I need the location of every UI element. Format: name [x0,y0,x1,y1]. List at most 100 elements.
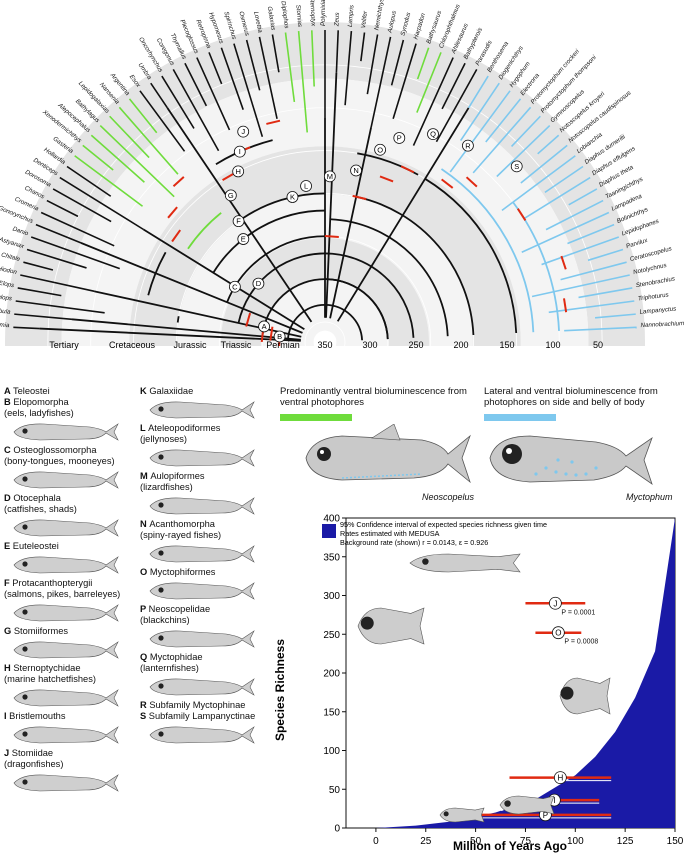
node-marker [323,170,336,183]
taxon-label: Lampris [347,5,356,28]
tree-branch [501,155,576,211]
rate-shift-mark [560,255,567,270]
clade-name: Euteleostei [12,541,59,551]
tree-branch [416,47,430,80]
clade-name: Aulopiformes [150,471,205,481]
y-tick-label: 300 [323,591,340,602]
clade-letter: A [4,386,13,396]
clade-name: Bristlemouths [9,711,66,721]
tree-branch [370,36,392,128]
tree-branch [196,57,231,131]
clade-common-name: (lanternfishes) [140,663,199,673]
legend-title: 95% Confidence interval of expected spec… [340,520,547,529]
node-label: Q [430,130,436,139]
clade-name: Sternoptychidae [13,663,81,673]
tree-branch [128,98,158,134]
node-label: F [236,217,241,226]
node-marker [237,125,250,138]
clade-entry: J Stomiidae(dragonfishes) [4,748,132,770]
tree-branch [17,287,62,297]
taxon-label: Astyanax [0,236,26,251]
tree-branch [40,211,115,247]
clade-entry: L Ateleopodiformes(jellynoses) [140,423,268,445]
clade-letter: P [140,604,149,614]
tree-branch [325,72,338,318]
node-marker [237,233,250,245]
clade-letter: I [4,711,10,721]
tree-branch [521,211,610,253]
tree-branch [35,223,82,244]
taxon-label: Nannobrachium [640,320,684,329]
clade-name: Protacanthopterygii [12,578,93,588]
clade-letter: R [140,700,150,710]
taxon-label: Stenobrachius [635,275,675,289]
node-marker [258,320,270,333]
taxon-label: Albula [0,307,11,316]
rate-shift-mark [167,206,178,219]
y-tick-label: 200 [323,669,340,680]
fish-illustration [499,795,555,815]
tick-label: 200 [453,340,468,350]
rate-shift-mark [465,176,478,188]
tree-branch [424,178,518,334]
clade-entry: O Myctophiformes [140,567,268,578]
tree-branch [30,236,120,270]
x-tick-label: 0 [373,836,379,847]
node-label: J [241,127,245,136]
tree-branch [548,300,635,314]
confidence-envelope [375,518,675,828]
fish-silhouette [140,626,268,652]
rate-shift-mark [171,229,182,243]
tree-branch [544,165,584,194]
node-label: P [397,134,402,143]
clade-common-name: (marine hatchetfishes) [4,674,96,684]
tree-branch [241,192,326,220]
node-label: N [353,166,358,175]
clade-letter: Q [140,652,150,662]
annotation-letter: J [553,599,557,608]
clade-common-name: (blackchins) [140,615,190,625]
taxon-label: Polymixia [320,0,327,26]
time-ring [304,321,346,346]
tree-branch [360,32,366,62]
x-tick-label: 50 [470,836,482,847]
annotation-node [548,596,562,610]
tick-label: 350 [317,340,332,350]
clade-name: Ateleopodiformes [148,423,221,433]
tick-label: 150 [499,340,514,350]
tree-branch [587,248,624,262]
tree-branch [90,134,145,183]
annotation-node [551,626,565,640]
node-marker [252,277,265,290]
tree-branch [472,106,532,174]
clade-entry: I Bristlemouths [4,711,132,722]
clade-name: Otocephala [13,493,61,503]
clade-entry: F Protacanthopterygii(salmons, pikes, ba… [4,578,132,600]
clade-letter: N [140,519,150,529]
myctophum-illustration [489,435,653,486]
tree-branch [20,274,95,293]
taxon-label: Stomias [294,4,303,27]
y-tick-label: 100 [323,746,340,757]
tree-branch [594,313,636,319]
annotation-node [553,771,567,785]
period-label: Jurassic [173,340,207,350]
neoscopelus-illustration [305,424,471,484]
annotation-pvalue: P = 0.0001 [561,609,595,616]
tree-branch [26,248,87,269]
node-marker [510,160,523,173]
tree-branch [39,327,301,342]
tree-branch [531,274,630,298]
node-marker [393,132,406,144]
tree-branch [258,36,278,119]
clade-common-name: (salmons, pikes, barreleyes) [4,589,121,599]
fish-silhouette [140,493,268,519]
tree-branch [161,75,195,129]
node-marker [300,180,312,192]
tree-branch [356,195,475,336]
fish-silhouette [4,685,132,711]
tree-branch [46,199,79,218]
clade-name: Osteoglossomorpha [13,445,97,455]
